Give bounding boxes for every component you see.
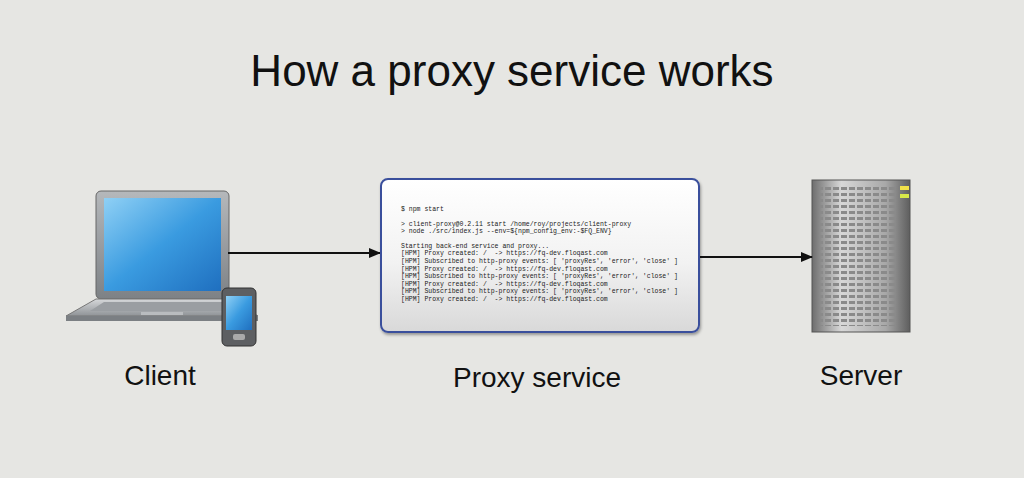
terminal-line: [HPM] Subscribed to http-proxy events: […: [401, 258, 698, 266]
server-group: Server: [812, 180, 910, 332]
title: How a proxy service works: [0, 46, 1024, 96]
terminal-line: > client-proxy@0.2.11 start /home/roy/pr…: [401, 221, 698, 229]
terminal-line: [HPM] Proxy created: / -> https://fq-dev…: [401, 296, 698, 304]
terminal-line: [HPM] Proxy created: / -> https://fq-dev…: [401, 250, 698, 258]
terminal-line: [HPM] Subscribed to http-proxy events: […: [401, 288, 698, 296]
terminal-line: [HPM] Proxy created: / -> https://fq-dev…: [401, 266, 698, 274]
client-group: Client: [66, 190, 228, 320]
arrow-connector: [228, 252, 380, 254]
node-label: Client: [124, 360, 196, 392]
server-icon: [812, 180, 910, 332]
terminal-line: Starting back-end service and proxy...: [401, 243, 698, 251]
terminal-line: > node ./src/index.js --env=${npm_config…: [401, 228, 698, 236]
phone-icon: [222, 288, 256, 346]
arrow-connector: [700, 256, 812, 258]
terminal-line: [HPM] Subscribed to http-proxy events: […: [401, 273, 698, 281]
node-label: Proxy service: [453, 362, 621, 394]
terminal-line: [HPM] Proxy created: / -> https://fq-dev…: [401, 281, 698, 289]
node-label: Server: [820, 360, 902, 392]
terminal-box: $ npm start > client-proxy@0.2.11 start /…: [380, 178, 700, 333]
terminal-line: $ npm start: [401, 206, 698, 214]
